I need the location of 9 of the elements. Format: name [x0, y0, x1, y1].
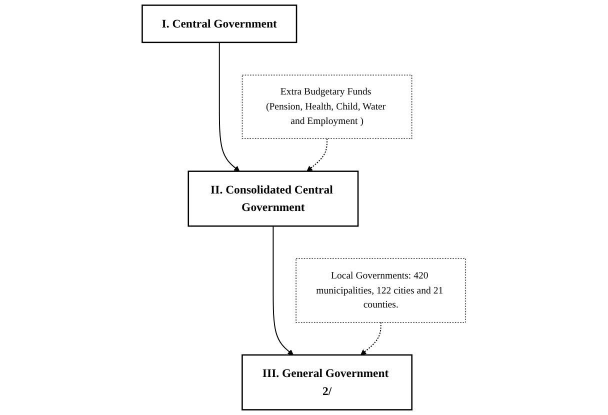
node-box: III. General Government 2/ [242, 354, 413, 410]
arrow [272, 226, 294, 356]
node-box: Local Governments: 420 municipalities, 122 cities and 21 counties. [296, 258, 466, 323]
node-box: II. Consolidated Central Government [188, 170, 359, 227]
arrow [306, 138, 328, 172]
arrow [360, 322, 382, 356]
node-box: Extra Budgetary Funds (Pension, Health, Child, Water and Employment ) [242, 74, 412, 139]
arrow [218, 42, 240, 172]
node-box: I. Central Government [142, 4, 298, 44]
